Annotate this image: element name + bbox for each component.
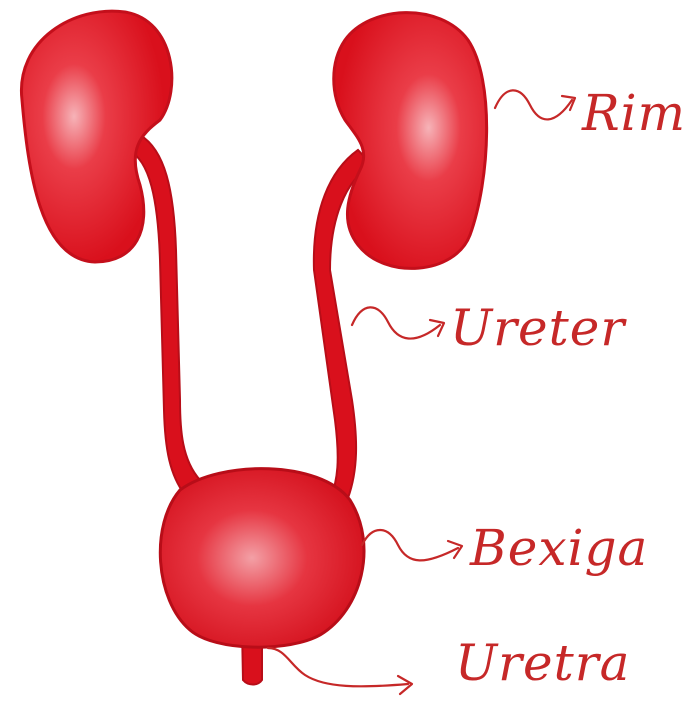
label-uretra: Uretra <box>455 634 630 692</box>
label-ureter: Ureter <box>450 299 627 357</box>
wavy-arrow-icon <box>495 90 575 119</box>
right-kidney <box>334 13 487 269</box>
wavy-arrow-icon <box>352 307 444 338</box>
wavy-arrow-icon <box>362 530 462 560</box>
wavy-arrow-icon <box>268 648 412 694</box>
bladder <box>160 469 364 648</box>
label-bexiga: Bexiga <box>469 519 648 577</box>
label-rim: Rim <box>581 84 683 142</box>
left-kidney <box>21 11 171 262</box>
